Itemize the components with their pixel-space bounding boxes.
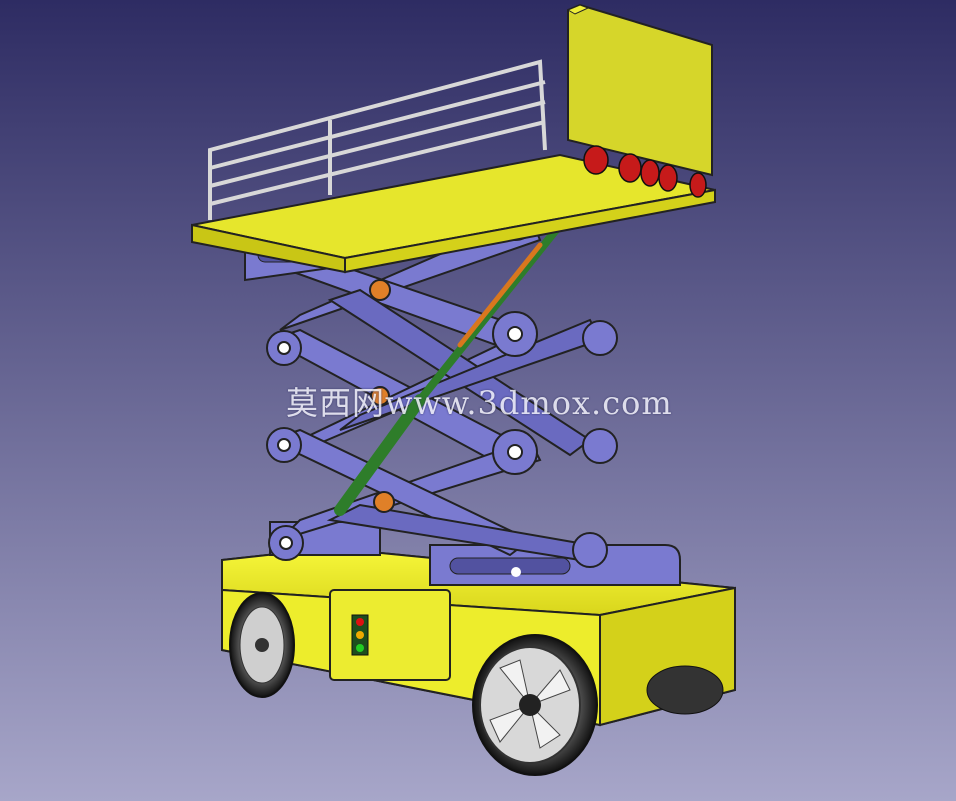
scissor-arms: [257, 213, 602, 562]
watermark-text: 莫西网www.3dmox.com: [286, 384, 673, 422]
work-platform: [191, 3, 716, 274]
rear-wheel: [229, 592, 295, 698]
control-panel: [329, 589, 451, 681]
back-right-wheel: [646, 665, 724, 715]
tail-lights: [583, 145, 707, 198]
hydraulic-cylinders: [334, 221, 564, 516]
guardrail: [208, 59, 547, 220]
front-wheel: [472, 634, 598, 776]
